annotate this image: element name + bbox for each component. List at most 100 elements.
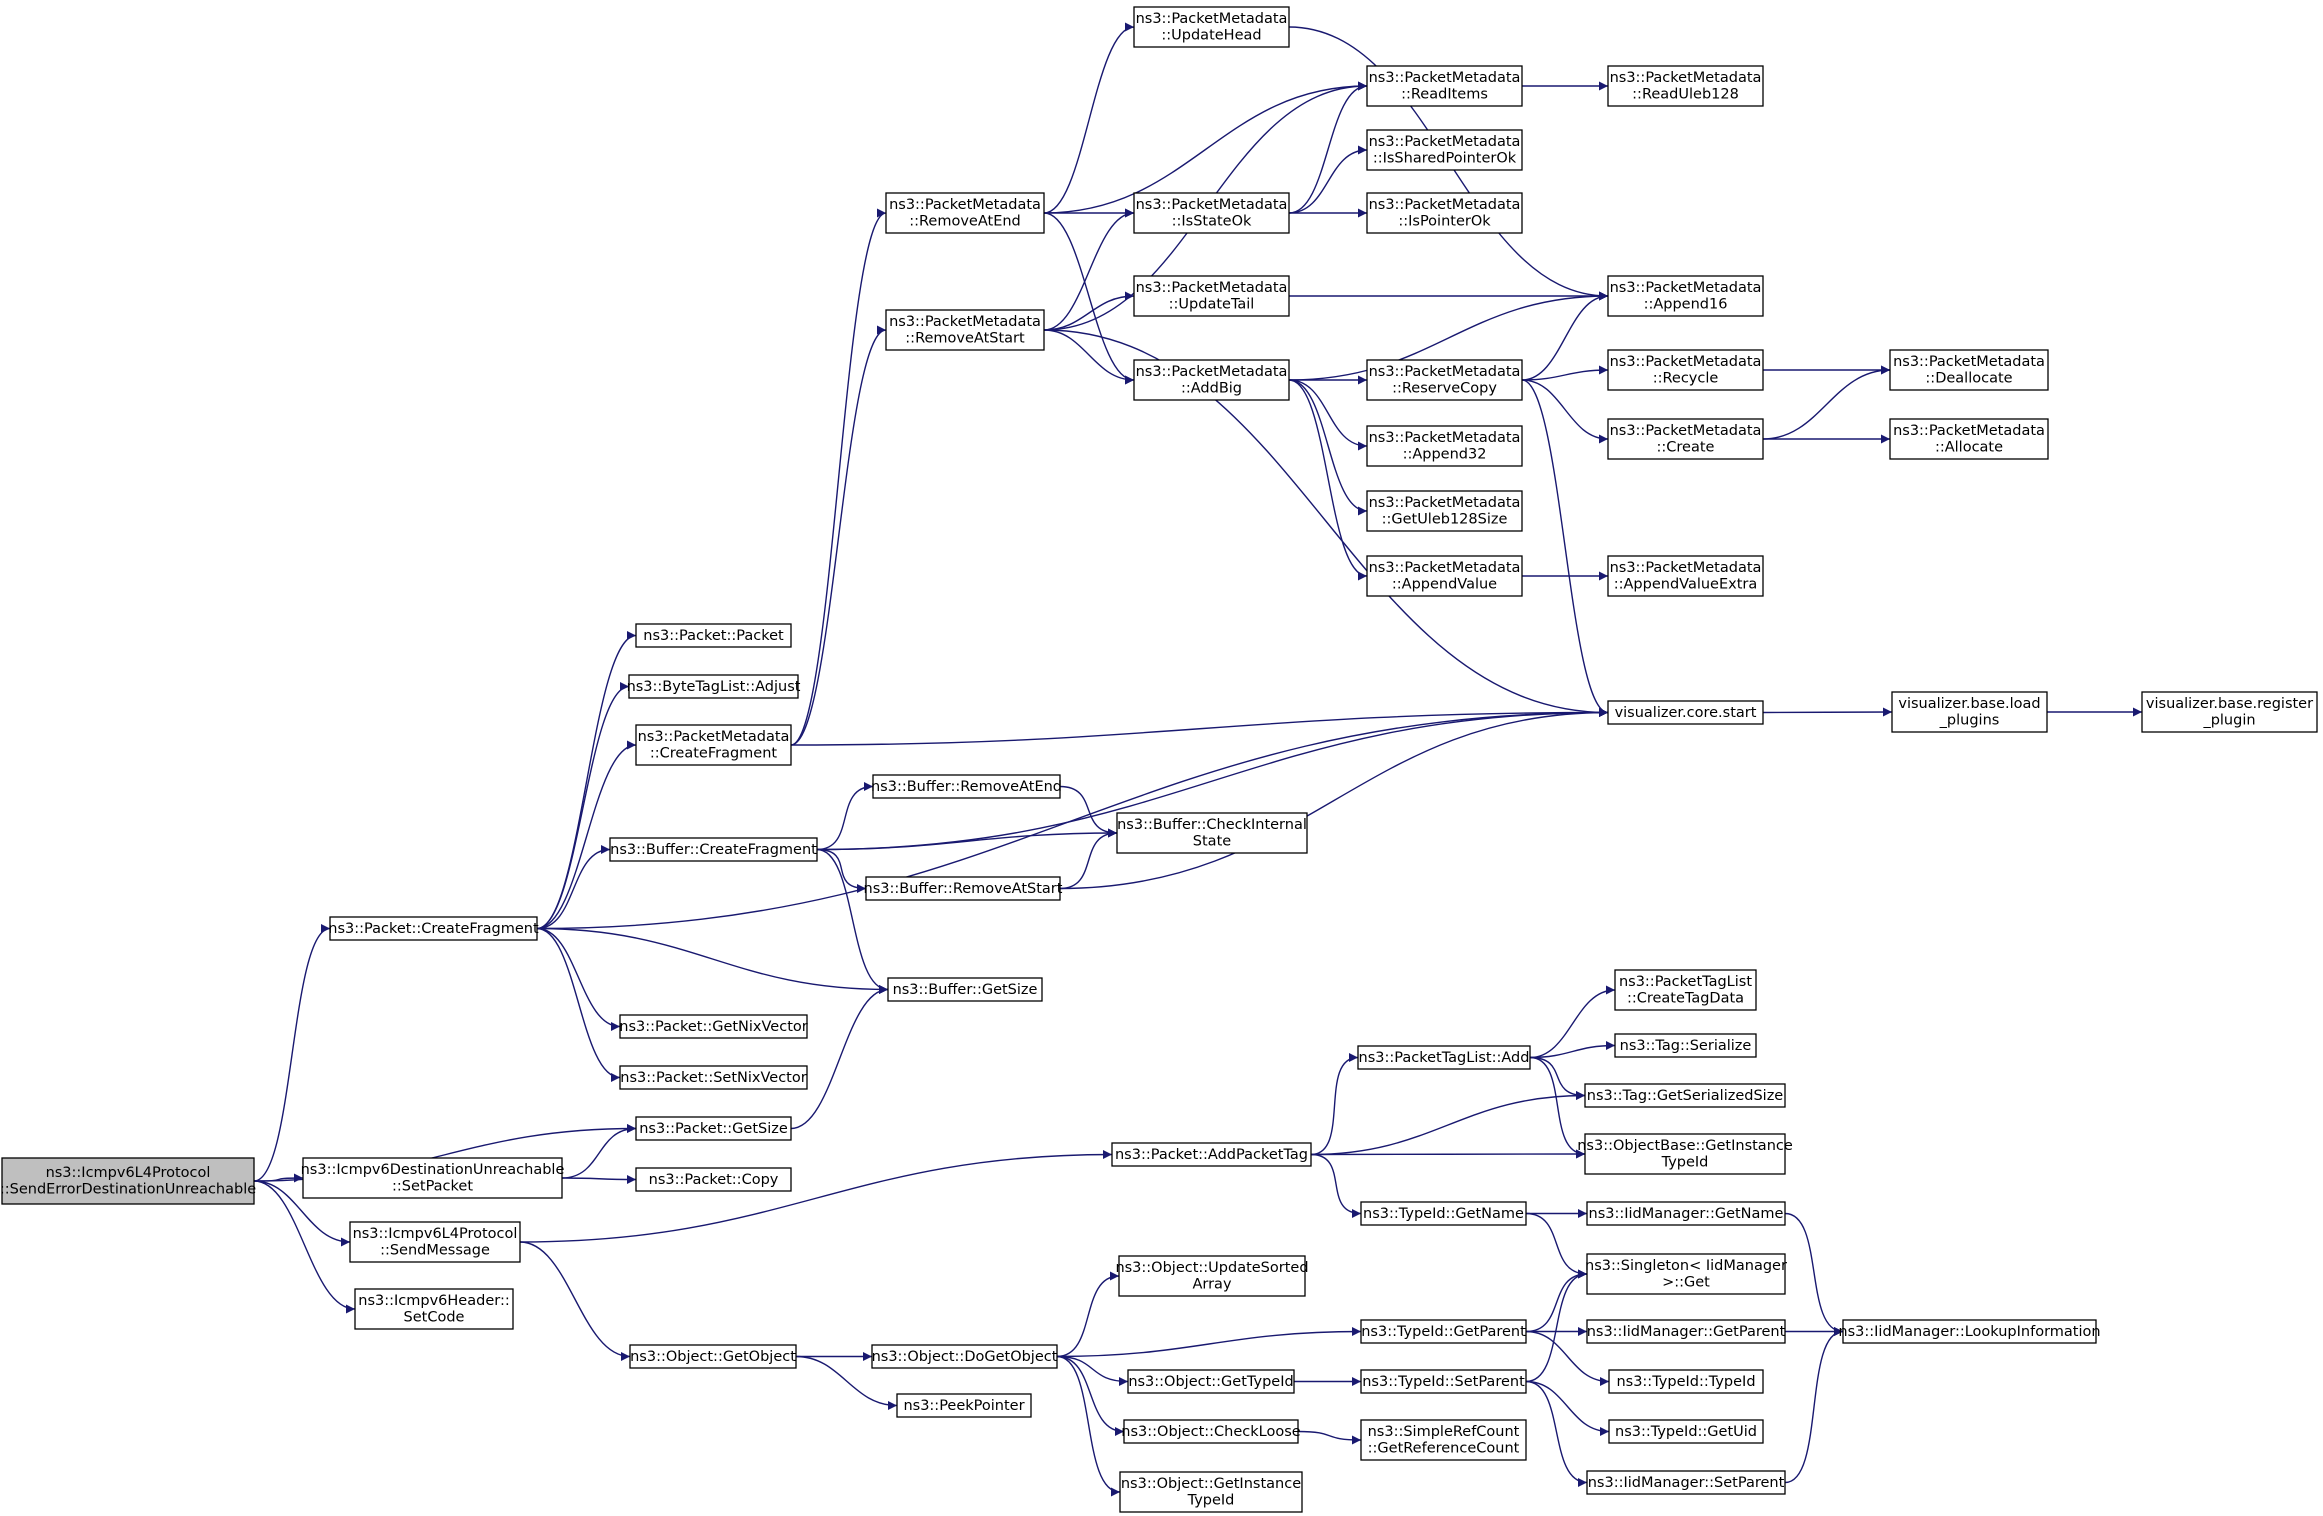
node-vis-core-start[interactable]: visualizer.core.start (1607, 700, 1764, 725)
node-tag-getserialized[interactable]: ns3::Tag::GetSerializedSize (1584, 1083, 1786, 1108)
node-box (609, 837, 818, 862)
node-pm-append16[interactable]: ns3::PacketMetadata::Append16 (1607, 275, 1764, 317)
node-label: ns3::PacketTagList (1619, 974, 1752, 990)
node-label: ::IsSharedPointerOk (1373, 151, 1517, 167)
node-typeid-getname[interactable]: ns3::TypeId::GetName (1360, 1201, 1527, 1226)
node-label: ns3::Packet::GetNixVector (619, 1019, 807, 1035)
node-pm-appendvalueextra[interactable]: ns3::PacketMetadata::AppendValueExtra (1607, 555, 1764, 597)
node-label: ns3::Packet::SetNixVector (620, 1070, 806, 1086)
node-singleton-get[interactable]: ns3::Singleton< IidManager >::Get (1585, 1253, 1787, 1295)
edge-sendmessage-to-obj-getobject (519, 1241, 631, 1361)
node-obj-getobject[interactable]: ns3::Object::GetObject (629, 1344, 797, 1369)
node-pkt-getsize[interactable]: ns3::Packet::GetSize (635, 1116, 792, 1141)
node-label: ns3::Buffer::CreateFragment (610, 842, 817, 858)
node-box (619, 1014, 808, 1039)
node-obj-gettypeid[interactable]: ns3::Object::GetTypeId (1127, 1369, 1295, 1394)
node-pkt-copy[interactable]: ns3::Packet::Copy (635, 1167, 792, 1192)
edge-buf-createfrag-to-buf-removeatend (816, 782, 874, 851)
node-pm-reservecopy[interactable]: ns3::PacketMetadata::ReserveCopy (1366, 359, 1523, 401)
node-ptl-add[interactable]: ns3::PacketTagList::Add (1357, 1045, 1531, 1070)
edge-buf-removeatend-to-buf-checkinternal (1059, 785, 1118, 838)
edge-pkt-createfrag-to-buf-getsize (536, 927, 889, 994)
node-typeid-getuid[interactable]: ns3::TypeId::GetUid (1608, 1419, 1764, 1444)
node-typeid-getparent[interactable]: ns3::TypeId::GetParent (1360, 1319, 1527, 1344)
node-label: ns3::Icmpv6L4Protocol (353, 1226, 518, 1242)
node-buf-createfrag[interactable]: ns3::Buffer::CreateFragment (609, 837, 818, 862)
node-pm-issharedptr[interactable]: ns3::PacketMetadata::IsSharedPointerOk (1366, 129, 1523, 171)
node-iid-setparent[interactable]: ns3::IidManager::SetParent (1586, 1470, 1786, 1495)
node-obj-dogetobject[interactable]: ns3::Object::DoGetObject (871, 1344, 1058, 1369)
node-pkt-packet[interactable]: ns3::Packet::Packet (635, 623, 792, 648)
node-pm-readitems[interactable]: ns3::PacketMetadata::ReadItems (1366, 65, 1523, 107)
edge-typeid-getname-to-singleton-get (1525, 1212, 1588, 1279)
node-typeid-setparent[interactable]: ns3::TypeId::SetParent (1360, 1369, 1527, 1394)
node-pkt-getnix[interactable]: ns3::Packet::GetNixVector (619, 1014, 808, 1039)
edge-pm-reservecopy-to-pm-recycle (1521, 365, 1609, 381)
node-label: ns3::PacketMetadata (1136, 364, 1288, 380)
edge-pm-removeatstart-to-pm-updatetail (1043, 291, 1135, 331)
node-pm-isstateok[interactable]: ns3::PacketMetadata::IsStateOk (1133, 192, 1290, 234)
node-pm-createfrag[interactable]: ns3::PacketMetadata::CreateFragment (635, 724, 792, 766)
node-label: ns3::TypeId::GetParent (1361, 1324, 1526, 1340)
node-iid-getname[interactable]: ns3::IidManager::GetName (1586, 1201, 1786, 1226)
edge-typeid-getparent-to-singleton-get (1525, 1269, 1588, 1333)
node-box (329, 916, 538, 941)
node-label: ::Allocate (1935, 440, 2003, 456)
node-pm-removeatend[interactable]: ns3::PacketMetadata::RemoveAtEnd (885, 192, 1045, 234)
node-pm-appendvalue[interactable]: ns3::PacketMetadata::AppendValue (1366, 555, 1523, 597)
node-ptl-createtagdata[interactable]: ns3::PacketTagList::CreateTagData (1614, 969, 1757, 1011)
node-label: ::Recycle (1653, 371, 1719, 387)
node-pm-getuleb[interactable]: ns3::PacketMetadata::GetUleb128Size (1366, 490, 1523, 532)
node-pm-addbig[interactable]: ns3::PacketMetadata::AddBig (1133, 359, 1290, 401)
node-label: ::IsPointerOk (1398, 214, 1491, 230)
node-pm-readuleb[interactable]: ns3::PacketMetadata::ReadUleb128 (1607, 65, 1764, 107)
node-typeid-typeid[interactable]: ns3::TypeId::TypeId (1608, 1369, 1764, 1394)
node-box (871, 1344, 1058, 1369)
node-pm-allocate[interactable]: ns3::PacketMetadata::Allocate (1889, 418, 2049, 460)
node-pm-deallocate[interactable]: ns3::PacketMetadata::Deallocate (1889, 349, 2049, 391)
node-iid-lookup[interactable]: ns3::IidManager::LookupInformation (1838, 1319, 2101, 1344)
edge-pm-addbig-to-pm-appendvalue (1288, 379, 1368, 581)
node-label: ns3::Object::UpdateSorted (1115, 1260, 1308, 1276)
node-pkt-createfrag[interactable]: ns3::Packet::CreateFragment (328, 916, 539, 941)
node-label: ns3::PeekPointer (903, 1398, 1024, 1414)
edge-pkt-addpackettag-to-ptl-add (1310, 1053, 1359, 1156)
node-pm-ispointerok[interactable]: ns3::PacketMetadata::IsPointerOk (1366, 192, 1523, 234)
node-box (1360, 1419, 1527, 1461)
node-pm-recycle[interactable]: ns3::PacketMetadata::Recycle (1607, 349, 1764, 391)
node-label: ::Deallocate (1925, 371, 2012, 387)
node-pkt-setnix[interactable]: ns3::Packet::SetNixVector (619, 1065, 808, 1090)
node-iid-getparent[interactable]: ns3::IidManager::GetParent (1586, 1319, 1786, 1344)
node-pm-removeatstart[interactable]: ns3::PacketMetadata::RemoveAtStart (885, 309, 1045, 351)
node-btl-adjust[interactable]: ns3::ByteTagList::Adjust (627, 674, 801, 699)
edge-ptl-add-to-objbase-getinstance (1529, 1056, 1586, 1159)
node-root[interactable]: ns3::Icmpv6L4Protocol::SendErrorDestinat… (0, 1157, 256, 1205)
node-vis-loadplugins[interactable]: visualizer.base.load_plugins (1891, 691, 2048, 733)
node-tag-serialize[interactable]: ns3::Tag::Serialize (1614, 1033, 1757, 1058)
node-label: visualizer.base.register (2146, 696, 2313, 712)
node-pm-updatehead[interactable]: ns3::PacketMetadata::UpdateHead (1133, 6, 1290, 48)
node-peekpointer[interactable]: ns3::PeekPointer (896, 1393, 1032, 1418)
node-obj-checkloose[interactable]: ns3::Object::CheckLoose (1121, 1419, 1301, 1444)
node-label: ns3::PacketMetadata (1610, 354, 1762, 370)
edge-pm-isstateok-to-pm-readitems (1288, 81, 1368, 214)
node-pm-create[interactable]: ns3::PacketMetadata::Create (1607, 418, 1764, 460)
node-dest-setpacket[interactable]: ns3::Icmpv6DestinationUnreachable::SetPa… (301, 1157, 565, 1199)
node-pm-append32[interactable]: ns3::PacketMetadata::Append32 (1366, 425, 1523, 467)
edge-pkt-getsize-to-buf-getsize (790, 985, 889, 1130)
node-buf-removeatstart[interactable]: ns3::Buffer::RemoveAtStart (864, 876, 1063, 901)
node-buf-removeatend[interactable]: ns3::Buffer::RemoveAtEnd (871, 774, 1062, 799)
node-sendmessage[interactable]: ns3::Icmpv6L4Protocol::SendMessage (349, 1221, 521, 1263)
node-vis-register[interactable]: visualizer.base.register_plugin (2141, 691, 2318, 733)
node-label: ns3::TypeId::SetParent (1362, 1374, 1525, 1390)
node-label: ns3::PacketMetadata (1369, 430, 1521, 446)
node-pkt-addpackettag[interactable]: ns3::Packet::AddPacketTag (1111, 1142, 1312, 1167)
node-pm-updatetail[interactable]: ns3::PacketMetadata::UpdateTail (1133, 275, 1290, 317)
node-buf-getsize[interactable]: ns3::Buffer::GetSize (887, 977, 1043, 1002)
node-setcode[interactable]: ns3::Icmpv6Header::SetCode (354, 1288, 514, 1330)
node-src-getrefcount[interactable]: ns3::SimpleRefCount::GetReferenceCount (1360, 1419, 1527, 1461)
